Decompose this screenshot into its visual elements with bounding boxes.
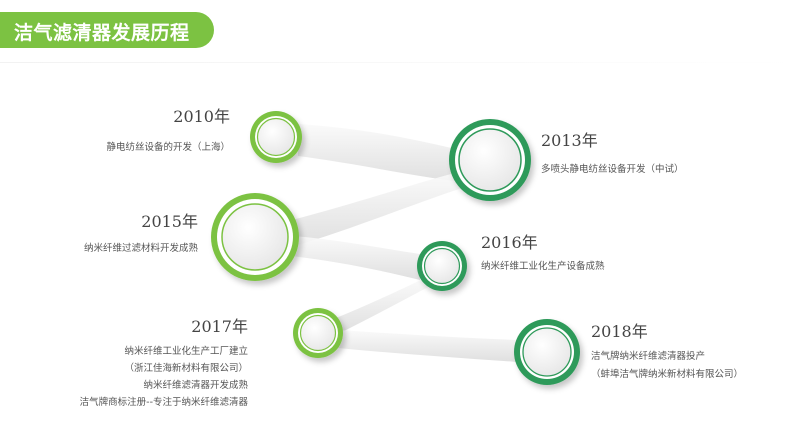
milestone-year-2010: 2010年 xyxy=(173,107,230,126)
milestone-circle-2018 xyxy=(514,319,580,385)
milestone-desc-2015: 纳米纤维过滤材料开发成熟 xyxy=(83,243,198,254)
header-divider xyxy=(0,62,801,63)
milestone-year-2013: 2013年 xyxy=(541,131,598,150)
milestone-circle-2013 xyxy=(449,119,531,201)
milestone-desc-2016: 纳米纤维工业化生产设备成熟 xyxy=(481,261,605,272)
connector-2017-2018 xyxy=(338,330,518,362)
milestone-desc-2010: 静电纺丝设备的开发（上海） xyxy=(106,142,230,153)
milestone-year-2015: 2015年 xyxy=(141,212,198,231)
milestone-year-2018: 2018年 xyxy=(591,322,648,341)
connector-2015-2016 xyxy=(292,236,420,280)
milestone-circle-2016 xyxy=(417,241,467,291)
milestone-desc-2013: 多喷头静电纺丝设备开发（中试） xyxy=(541,164,684,175)
milestone-circle-2015 xyxy=(211,193,299,281)
milestone-year-2016: 2016年 xyxy=(481,233,538,252)
milestone-desc-2017-line4: 洁气牌商标注册--专注于纳米纤维滤清器 xyxy=(79,397,248,408)
milestone-circle-2010 xyxy=(250,111,302,163)
connector-2010-2013 xyxy=(298,124,462,182)
milestone-desc-2018-line1: 洁气牌纳米纤维滤清器投产 xyxy=(591,351,706,362)
milestone-desc-2017-line1: 纳米纤维工业化生产工厂建立 xyxy=(124,346,248,357)
milestone-year-2017: 2017年 xyxy=(191,317,248,336)
milestone-desc-2018-line2: （蚌埠洁气牌纳米新材料有限公司） xyxy=(591,369,744,380)
connector-2017-2016 xyxy=(336,278,430,334)
milestone-desc-2017-line2: （浙江佳海新材料有限公司） xyxy=(124,363,248,374)
connector-2015-2013 xyxy=(292,172,468,246)
page-title: 洁气滤清器发展历程 xyxy=(14,22,190,44)
title-banner: 洁气滤清器发展历程 xyxy=(0,12,214,48)
milestone-desc-2017-line3: 纳米纤维滤清器开发成熟 xyxy=(143,380,248,391)
milestone-circle-2017 xyxy=(293,308,343,358)
